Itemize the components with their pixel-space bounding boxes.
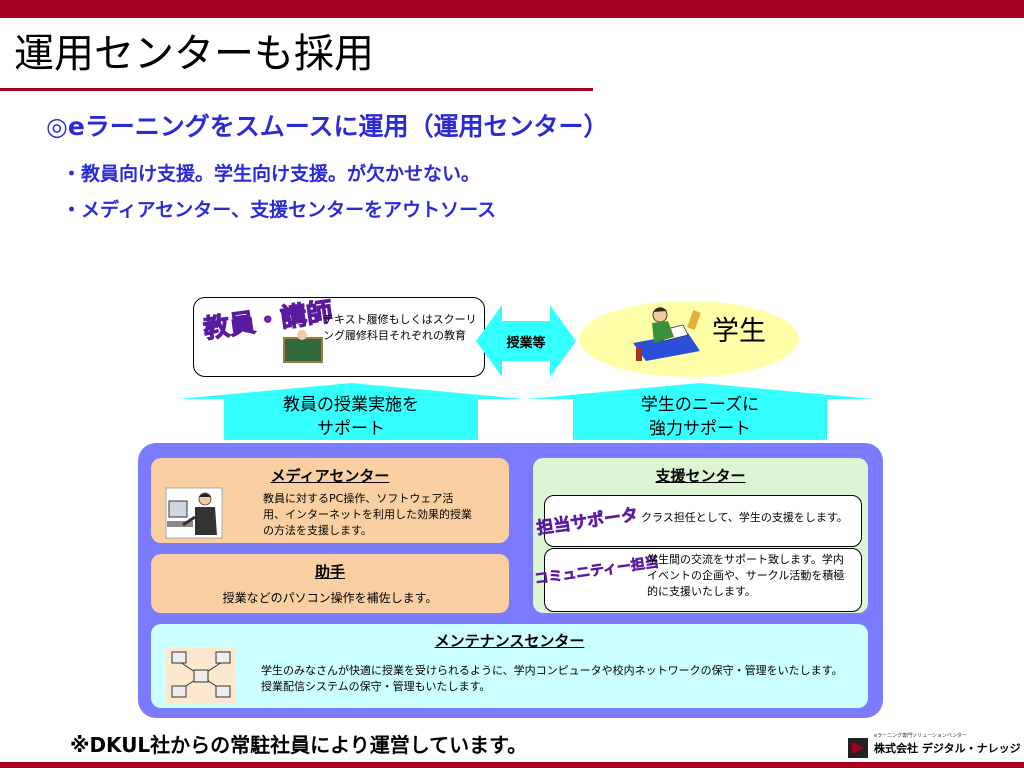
teacher-description: テキスト履修もしくはスクーリング履修科目それぞれの教育	[323, 313, 477, 342]
assistant-description: 授業などのパソコン操作を補佐します。	[222, 591, 438, 605]
teacher-figure-icon	[297, 330, 307, 340]
media-center-title: メディアセンター	[270, 467, 390, 485]
maintenance-description: 学生のみなさんが快適に授業を受けられるように、学内コンピュータや校内ネットワーク…	[261, 664, 843, 693]
up-arrow-left-icon	[178, 383, 524, 440]
headline: ◎eラーニングをスムースに運用（運用センター）	[46, 112, 609, 141]
media-center-description: 教員に対するPC操作、ソフトウェア活用、インターネットを利用した効果的授業の方法…	[263, 492, 472, 537]
arrow-label: 授業等	[506, 336, 546, 351]
student-label: 学生	[712, 316, 766, 347]
community-description: 学生間の交流をサポート致します。学内イベントの企画や、サークル活動を積極的に支援…	[647, 553, 845, 598]
up-arrow-right-line: 学生のニーズに	[640, 395, 760, 415]
up-arrow-right-line: 強力サポート	[649, 419, 751, 439]
up-arrow-left-line: サポート	[317, 419, 385, 439]
title-underline	[0, 88, 593, 91]
company-name: 株式会社 デジタル・ナレッジ	[874, 742, 1021, 755]
double-arrow-icon	[476, 305, 576, 377]
up-arrow-left-text: 教員の授業実施を サポート	[251, 393, 451, 441]
studying-student-icon	[633, 307, 701, 361]
support-center-title: 支援センター	[655, 467, 746, 485]
assistant-box	[151, 554, 509, 613]
blackboard-icon	[283, 337, 323, 363]
bottom-accent-bar	[0, 762, 1024, 768]
pc-user-icon	[165, 487, 223, 539]
bullet-item: ・教員向け支援。学生向け支援。が欠かせない。	[62, 163, 481, 185]
community-box	[544, 548, 862, 612]
bullet-item: ・メディアセンター、支援センターをアウトソース	[62, 199, 497, 221]
tanto-supporter-box	[544, 495, 862, 547]
footer-note: ※DKUL社からの常駐社員により運営しています。	[70, 733, 528, 757]
company-tagline: eラーニング専門ソリューションベンダー	[874, 733, 967, 739]
slide-title: 運用センターも採用	[14, 31, 374, 77]
network-icon	[166, 648, 236, 703]
tanto-supporter-description: クラス担任として、学生の支援をします。	[641, 511, 848, 524]
maintenance-center-title: メンテナンスセンター	[434, 632, 585, 650]
company-logo-icon	[848, 738, 868, 758]
teacher-box	[193, 297, 485, 377]
top-accent-bar	[0, 0, 1024, 18]
up-arrow-right-icon	[527, 383, 873, 440]
up-arrow-right-text: 学生のニーズに 強力サポート	[600, 393, 800, 441]
up-arrow-left-line: 教員の授業実施を	[283, 395, 419, 415]
assistant-title: 助手	[314, 563, 345, 581]
maintenance-center-box	[151, 624, 868, 708]
